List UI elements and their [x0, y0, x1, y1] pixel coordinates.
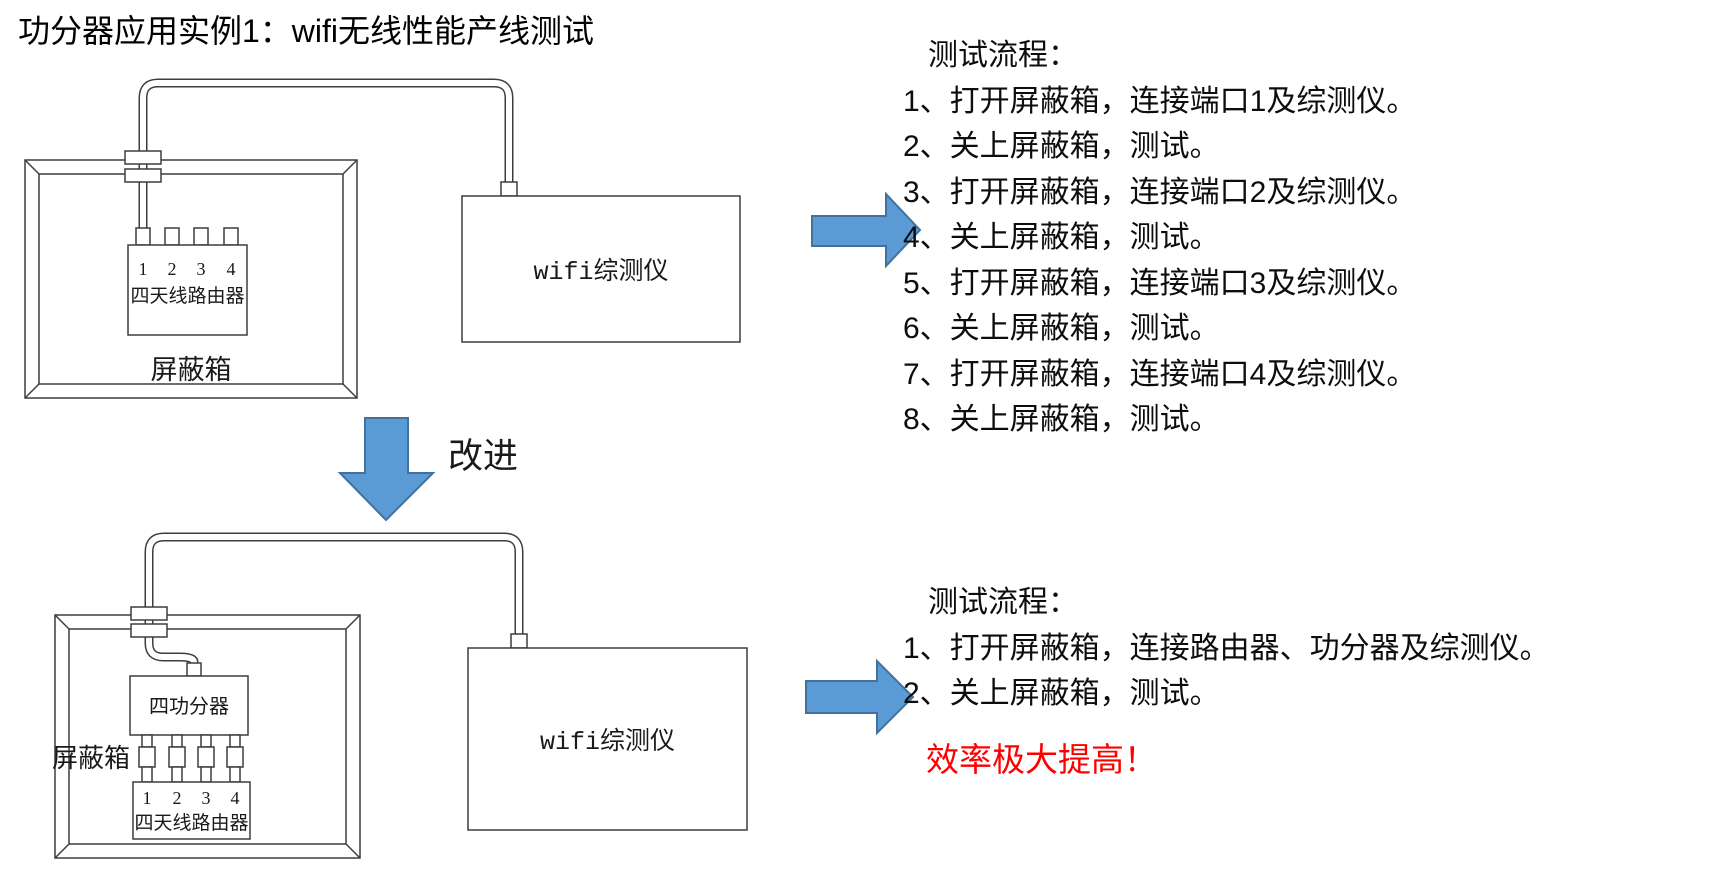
- improve-down-arrow: [337, 417, 436, 522]
- top-procedure-step: 2、关上屏蔽箱，测试。: [903, 130, 1220, 163]
- bottom-shield-label: 屏蔽箱: [52, 744, 131, 773]
- top-router-box: [127, 227, 248, 336]
- top-procedure-heading: 测试流程：: [928, 39, 1078, 72]
- bottom-divider-label: 四功分器: [149, 696, 229, 718]
- bottom-procedure-heading: 测试流程：: [928, 586, 1078, 619]
- top-port-1-label: 1: [138, 259, 148, 279]
- top-port-4-label: 4: [226, 259, 236, 279]
- bottom-router-label: 四天线路由器: [134, 813, 249, 834]
- top-procedure-step: 3、打开屏蔽箱，连接端口2及综测仪。: [903, 175, 1417, 209]
- bottom-port-1-label: 1: [142, 788, 152, 808]
- bottom-cable: [144, 532, 524, 664]
- top-port-3-label: 3: [196, 259, 206, 279]
- top-tester-box: [461, 181, 741, 343]
- top-procedure-step: 6、关上屏蔽箱，测试。: [903, 312, 1220, 345]
- bottom-router-box: [132, 781, 251, 840]
- bottom-tester-label: wifi综测仪: [539, 728, 675, 757]
- bottom-divider-box: [129, 662, 249, 736]
- top-procedure: 测试流程： 1、打开屏蔽箱，连接端口1及综测仪。 2、关上屏蔽箱，测试。 3、打…: [903, 33, 1416, 443]
- top-shield-box: [24, 159, 358, 399]
- improve-label: 改进: [448, 437, 519, 476]
- top-feedthrough-connector: [124, 150, 162, 183]
- rf-connectors: [138, 734, 244, 783]
- top-procedure-step: 5、打开屏蔽箱，连接端口3及综测仪。: [903, 266, 1417, 300]
- efficiency-highlight: 效率极大提高！: [926, 741, 1157, 778]
- top-tester-label: wifi综测仪: [533, 258, 669, 287]
- top-right-arrow: [811, 191, 922, 269]
- bottom-port-4-label: 4: [230, 788, 240, 808]
- bottom-procedure-step: 2、关上屏蔽箱，测试。: [903, 677, 1220, 710]
- bottom-procedure: 测试流程： 1、打开屏蔽箱，连接路由器、功分器及综测仪。 2、关上屏蔽箱，测试。: [903, 580, 1550, 717]
- bottom-right-arrow: [805, 658, 915, 736]
- top-port-2-label: 2: [167, 259, 177, 279]
- top-procedure-step: 7、打开屏蔽箱，连接端口4及综测仪。: [903, 357, 1417, 391]
- bottom-port-3-label: 3: [201, 788, 211, 808]
- top-shield-label: 屏蔽箱: [150, 355, 232, 385]
- bottom-shield-box: [54, 614, 361, 859]
- top-procedure-step: 1、打开屏蔽箱，连接端口1及综测仪。: [903, 84, 1417, 118]
- top-router-label: 四天线路由器: [130, 286, 245, 307]
- top-procedure-step: 8、关上屏蔽箱，测试。: [903, 403, 1220, 436]
- bottom-tester-box: [467, 633, 748, 831]
- page-title: 功分器应用实例1：wifi无线性能产线测试: [18, 13, 595, 49]
- top-procedure-step: 4、关上屏蔽箱，测试。: [903, 221, 1220, 254]
- top-cable: [138, 78, 514, 245]
- bottom-procedure-step: 1、打开屏蔽箱，连接路由器、功分器及综测仪。: [903, 631, 1550, 665]
- bottom-feedthrough-connector: [130, 606, 168, 638]
- bottom-port-2-label: 2: [172, 788, 182, 808]
